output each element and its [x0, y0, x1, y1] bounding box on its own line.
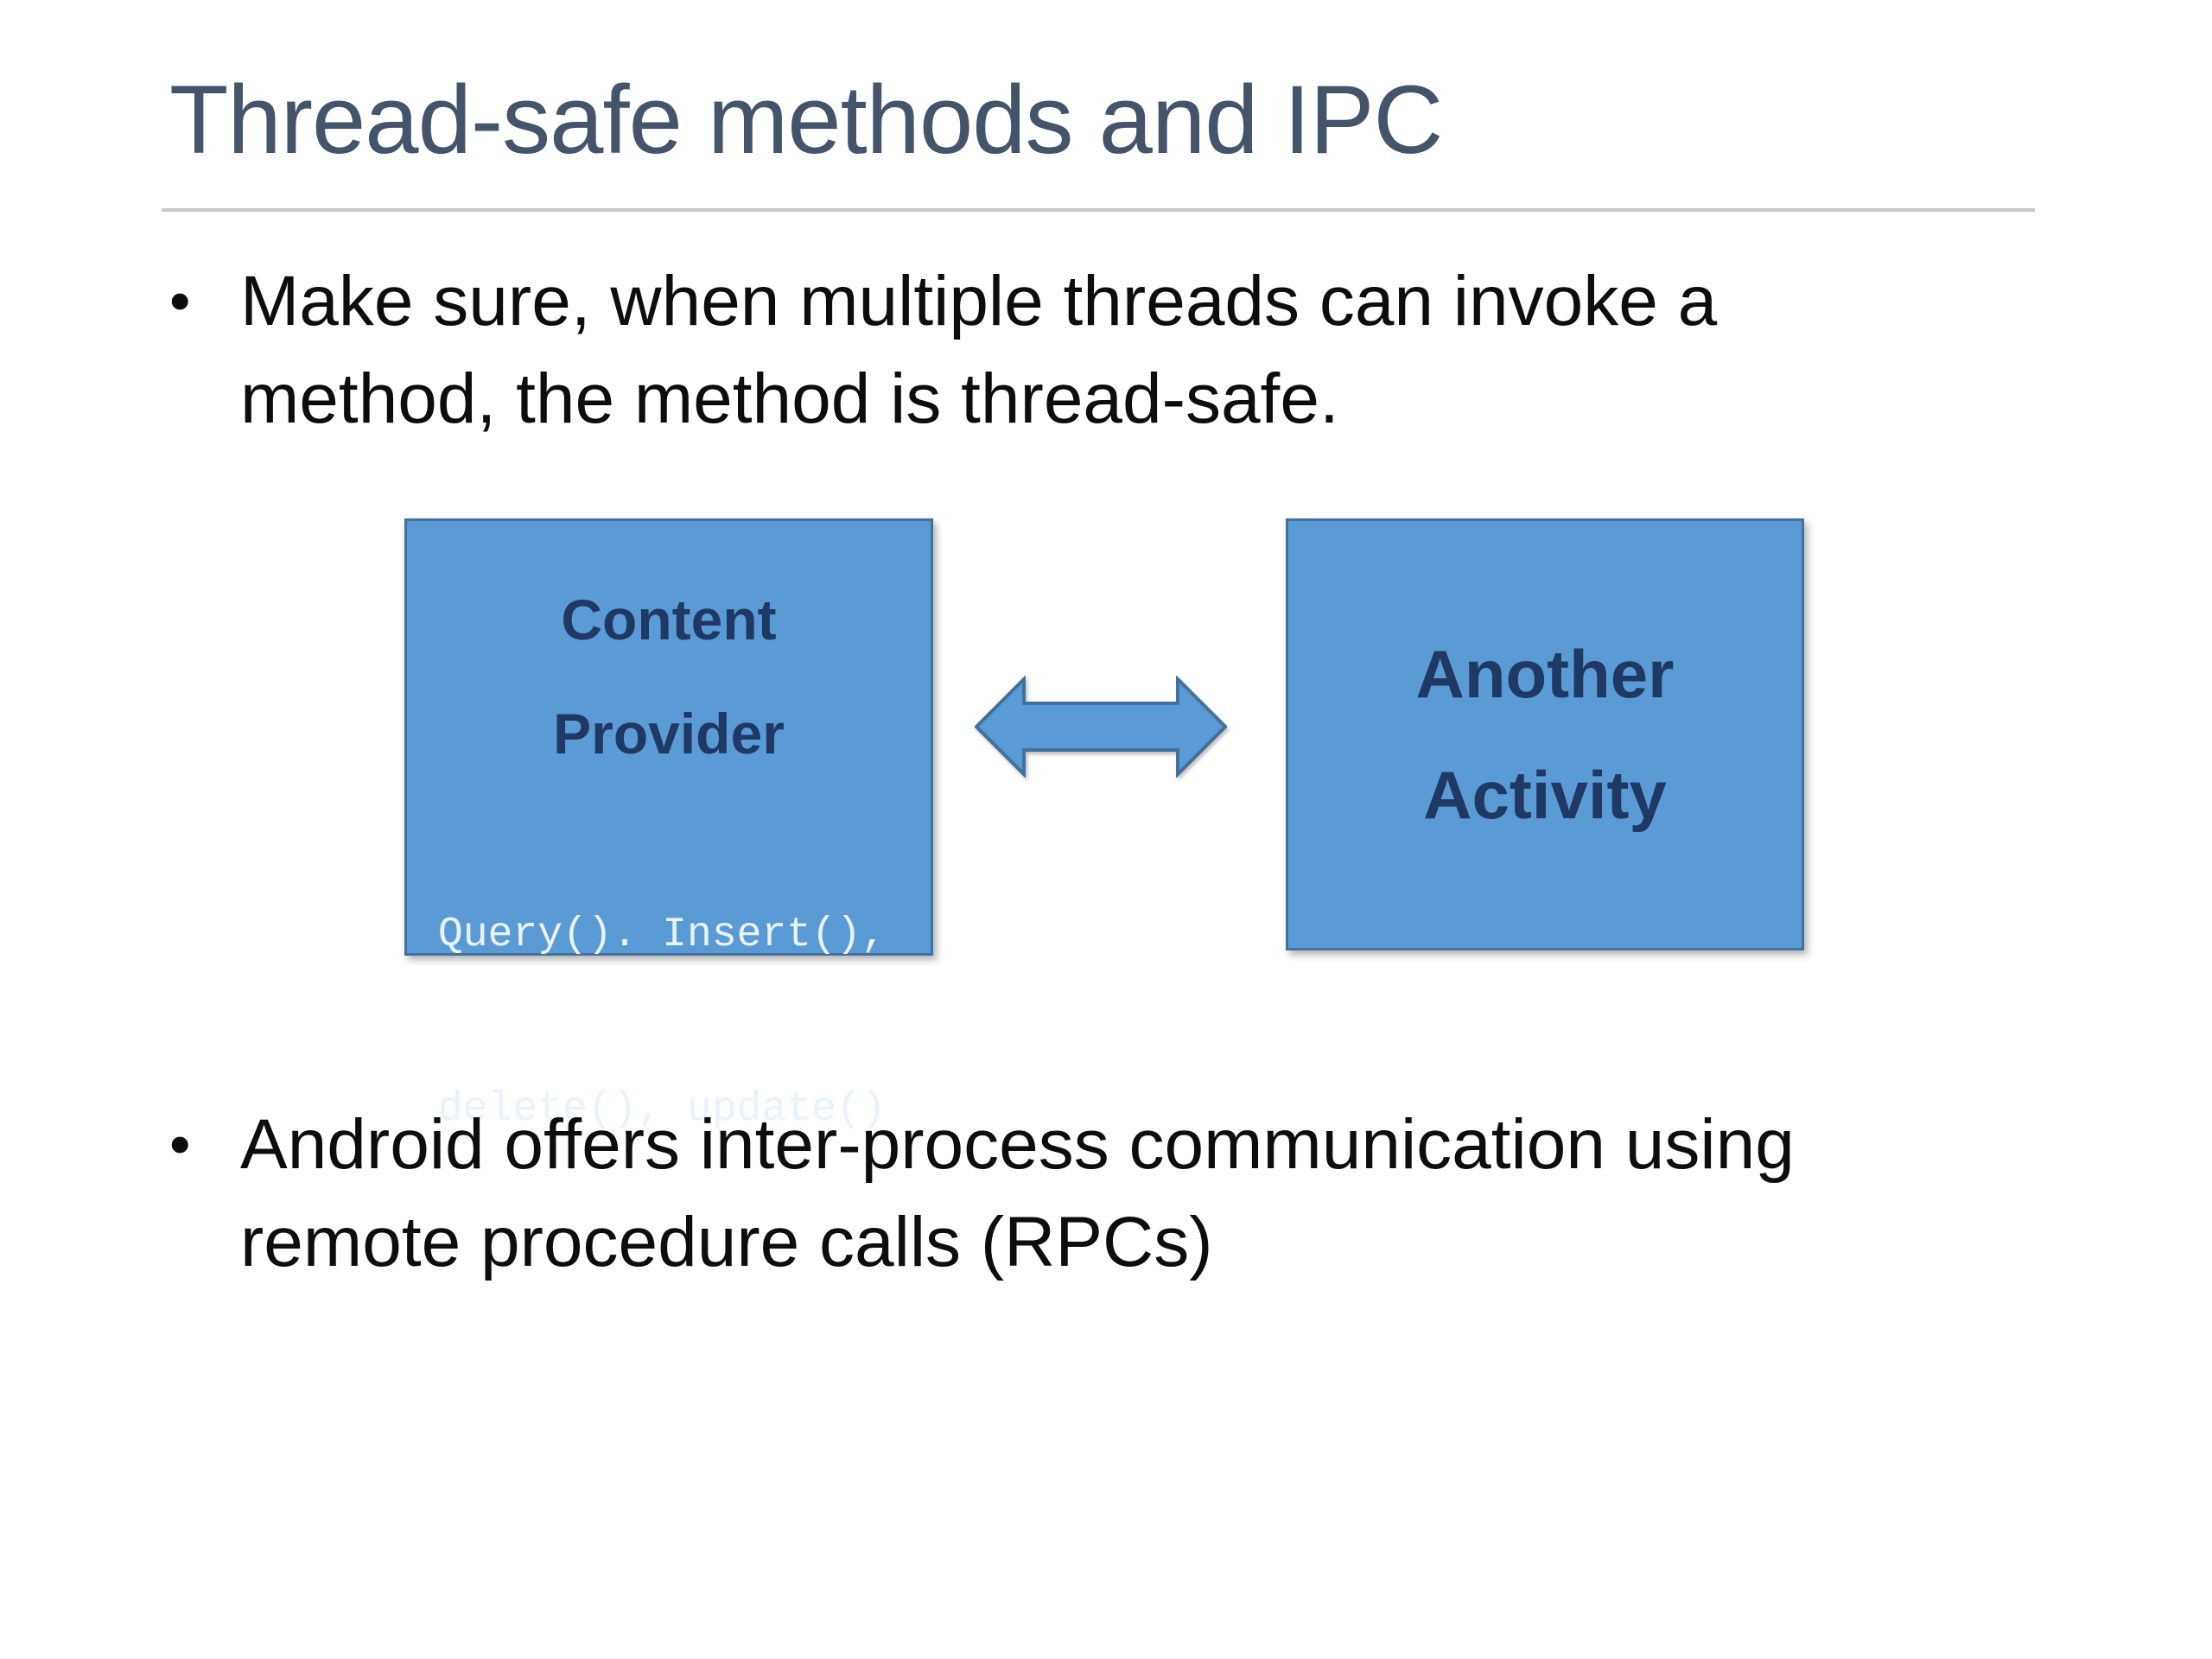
code-line: Query(). Insert(),: [438, 912, 887, 959]
bullet-marker: •: [169, 267, 191, 334]
bullet-item-ipc: • Android offers inter-process communica…: [169, 1096, 1795, 1291]
content-provider-methods: Query(). Insert(), delete(), update(): [407, 791, 931, 1255]
double-arrow-icon: [975, 676, 1227, 778]
bullet-text-line: Android offers inter-process communicati…: [240, 1105, 1795, 1184]
bullet-text: Make sure, when multiple threads can inv…: [240, 252, 1717, 448]
bullet-text: Android offers inter-process communicati…: [240, 1096, 1795, 1291]
another-activity-box-title: Another Activity: [1416, 613, 1675, 856]
bullet-item-thread-safe: • Make sure, when multiple threads can i…: [169, 252, 1717, 448]
bullet-text-line: method, the method is thread-safe.: [240, 359, 1339, 439]
bullet-text-line: remote procedure calls (RPCs): [240, 1203, 1213, 1282]
content-provider-box-title: Content Provider: [407, 563, 931, 791]
box-title-line: Another: [1415, 635, 1675, 712]
bullet-text-line: Make sure, when multiple threads can inv…: [240, 262, 1718, 340]
box-title-line: Provider: [553, 702, 785, 766]
code-line: delete(), update(): [438, 1085, 887, 1133]
slide-title: Thread-safe methods and IPC: [169, 66, 1443, 174]
another-activity-box: Another Activity: [1286, 518, 1804, 950]
title-underline: [162, 208, 2035, 212]
bullet-marker: •: [169, 1110, 191, 1178]
box-title-line: Activity: [1423, 757, 1667, 833]
content-provider-box: Content Provider Query(). Insert(), dele…: [404, 518, 933, 1133]
box-title-line: Content: [561, 588, 777, 652]
